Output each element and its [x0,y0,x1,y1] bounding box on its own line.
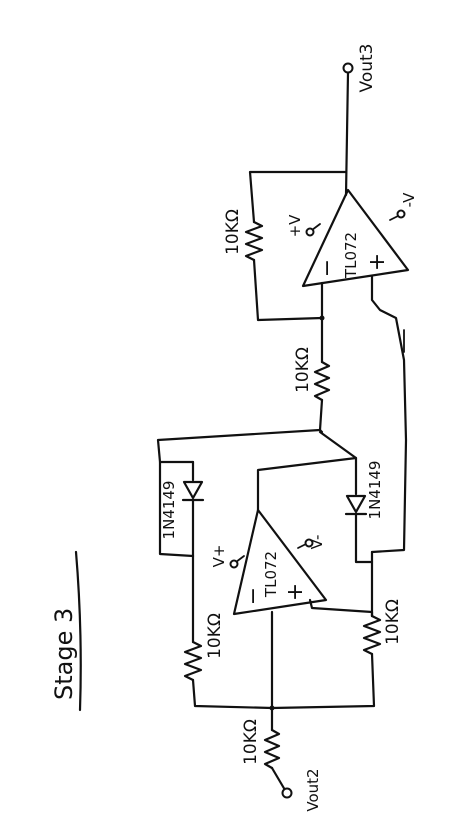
feedback-wire-top [248,170,348,224]
opamp-bottom-output [256,456,358,512]
wire-from-series-resistor [318,398,324,432]
vout3-terminal [342,62,354,74]
opamp-bottom-plus: + [283,583,308,601]
diode-left-label: 1N4149 [160,481,178,540]
opamp-top-minus: − [315,259,340,277]
resistor-right-label: 10KΩ [383,599,403,645]
input-resistor-lead-bottom [270,766,287,792]
vplus-bottom-label: V+ [210,545,228,568]
vout2-label: Vout2 [304,768,322,811]
opamp-bottom-minus: − [241,587,266,605]
right-resistor-lead-bottom [270,652,376,710]
diode-left [182,480,204,500]
top-stage: Vout3 TL072 − + +V -V 10KΩ 10KΩ [223,44,418,554]
diode-right-lead-bottom [354,512,374,564]
bus-right [318,430,358,496]
diode-right-label: 1N4149 [366,461,384,520]
resistor-left [183,640,203,682]
stage-title: Stage 3 [50,608,78,700]
opamp-top-plus: + [365,253,390,271]
diode-left-loop [158,460,195,558]
opamp-bottom [232,508,328,616]
resistor-feedback-top [244,220,264,262]
title-group: Stage 3 [50,550,82,712]
opamp-top-label: TL072 [342,232,360,279]
bus-left-top [156,428,322,464]
left-resistor-lead-bottom [191,678,274,710]
opamp-bottom-label: TL072 [262,551,280,598]
output-wire [344,71,350,197]
vplus-top-label: +V [286,214,304,238]
noninverting-input-top-wire [370,274,408,554]
vplus-top-terminal [305,227,315,237]
noninverting-input-bottom [308,598,374,618]
vminus-bottom-pin [297,543,307,549]
diode-right [345,494,367,514]
vminus-bottom-terminal [304,538,314,548]
feedback-wire-bottom [252,258,324,322]
resistor-between [313,360,331,402]
vminus-bottom-label: V- [308,535,326,550]
vout2-terminal [281,787,293,799]
title-underline [74,550,82,712]
bottom-stage: 1N4149 1N4149 TL072 − + V+ V- 10KΩ [156,428,403,812]
resistor-right [362,614,382,656]
resistor-between-label: 10KΩ [293,347,313,393]
vplus-bottom-terminal [229,559,239,569]
opamp-top [301,188,410,288]
resistor-input-label: 10KΩ [241,719,261,765]
bus-junction [318,428,324,434]
resistor-feedback-top-label: 10KΩ [223,209,243,255]
resistor-input [263,728,281,770]
vout3-label: Vout3 [357,44,377,93]
vminus-top-terminal [396,209,406,219]
vminus-top-pin [389,215,399,221]
vminus-top-label: -V [400,192,418,208]
resistor-left-label: 10KΩ [205,613,225,659]
